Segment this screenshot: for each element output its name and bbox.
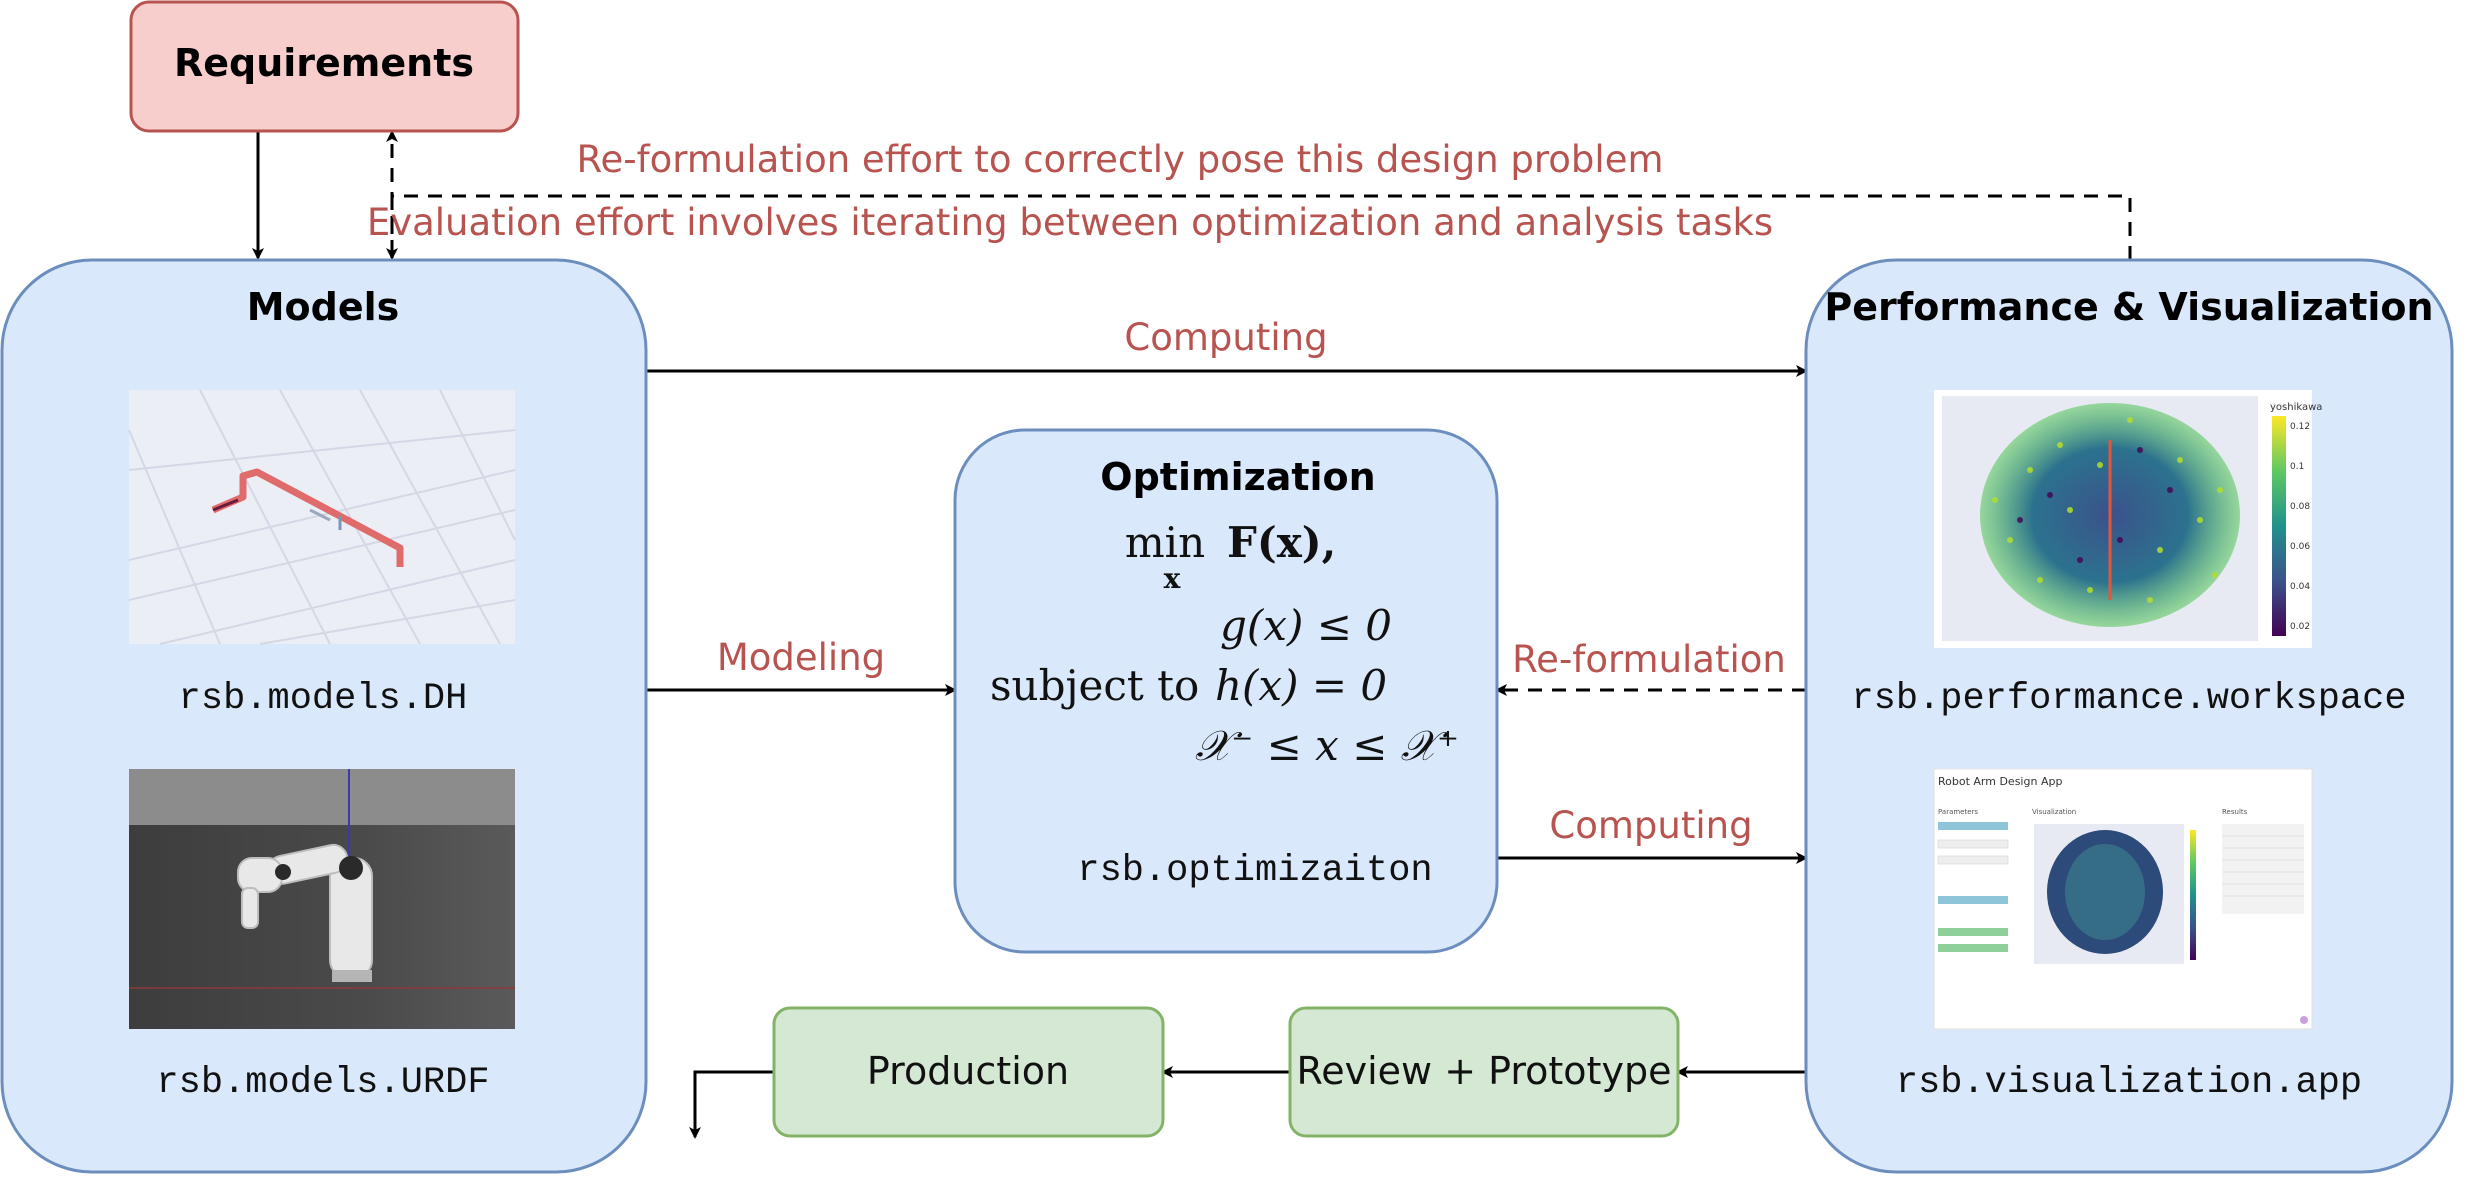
formula-min: min (1125, 518, 1205, 567)
performance-title: Performance & Visualization (1824, 285, 2433, 329)
models-node[interactable]: Models rsb.models.DH (0, 258, 648, 1174)
requirements-box (129, 0, 520, 133)
formula-subject-to: subject to (990, 661, 1199, 710)
formula-objective: F(x), (1227, 518, 1336, 567)
performance-app-label: rsb.visualization.app (1896, 1062, 2362, 1104)
colorbar-tick-label: 0.04 (2290, 582, 2310, 592)
colorbar-ticks: 0.12 0.1 0.08 0.06 0.04 0.02 (2290, 422, 2310, 632)
models-urdf-label: rsb.models.URDF (156, 1062, 489, 1104)
app-title: Robot Arm Design App (1938, 775, 2062, 788)
app-section-visualization: Visualization (2032, 808, 2076, 816)
dh-robot-image (128, 389, 516, 645)
performance-workspace-label: rsb.performance.workspace (1851, 678, 2406, 720)
edge-labels: Re-formulation effort to correctly pose … (367, 138, 1786, 847)
edges (252, 130, 2132, 1139)
urdf-robot-image (129, 769, 515, 1029)
app-section-results: Results (2222, 808, 2248, 816)
label-modeling: Modeling (717, 636, 885, 679)
colorbar-tick-label: 0.12 (2290, 422, 2310, 432)
constraint-h: h(x) = 0 (1215, 661, 1387, 710)
models-title: Models (247, 285, 400, 329)
production-title: Production (867, 1049, 1069, 1093)
label-evaluation-effort: Evaluation effort involves iterating bet… (367, 201, 1773, 244)
label-reformulation: Re-formulation (1512, 638, 1786, 681)
colorbar-tick-label: 0.02 (2290, 622, 2310, 632)
workspace-colorbar (2272, 416, 2286, 636)
production-node[interactable]: Production (772, 1006, 1165, 1138)
visualization-app-image: Robot Arm Design App Parameters Visualiz… (1933, 768, 2313, 1030)
optimization-box (953, 428, 1499, 954)
colorbar-tick-label: 0.08 (2290, 502, 2310, 512)
edge-production-out (689, 1070, 774, 1139)
formula-min-subscript: x (1164, 562, 1181, 595)
constraint-g: g(x) ≤ 0 (1220, 601, 1392, 650)
models-dh-label: rsb.models.DH (179, 678, 468, 720)
colorbar-tick-label: 0.06 (2290, 542, 2310, 552)
review-title: Review + Prototype (1297, 1049, 1672, 1093)
optimization-title: Optimization (1100, 455, 1375, 499)
label-reformulation-effort: Re-formulation effort to correctly pose … (576, 138, 1663, 181)
app-section-parameters: Parameters (1938, 808, 1978, 816)
requirements-node[interactable]: Requirements (129, 0, 520, 133)
optimization-node[interactable]: Optimization min x F(x), g(x) ≤ 0 subjec… (953, 428, 1499, 954)
production-box (772, 1006, 1165, 1138)
label-computing-top: Computing (1124, 316, 1327, 359)
requirements-title: Requirements (174, 41, 474, 85)
workspace-plot-title: yoshikawa (2270, 402, 2322, 413)
colorbar-tick-label: 0.1 (2290, 462, 2304, 472)
review-node[interactable]: Review + Prototype (1288, 1006, 1680, 1138)
constraint-bounds: 𝒳⁻ ≤ x ≤ 𝒳⁺ (1195, 721, 1459, 770)
optimization-module-label: rsb.optimizaiton (1077, 850, 1432, 892)
workspace-plot-image: yoshikawa 0.12 0.1 0.08 0.06 0.04 0.02 (1934, 390, 2322, 648)
performance-node[interactable]: Performance & Visualization yoshikawa 0.… (1804, 258, 2454, 1174)
review-box (1288, 1006, 1680, 1138)
label-computing-bottom: Computing (1549, 804, 1752, 847)
